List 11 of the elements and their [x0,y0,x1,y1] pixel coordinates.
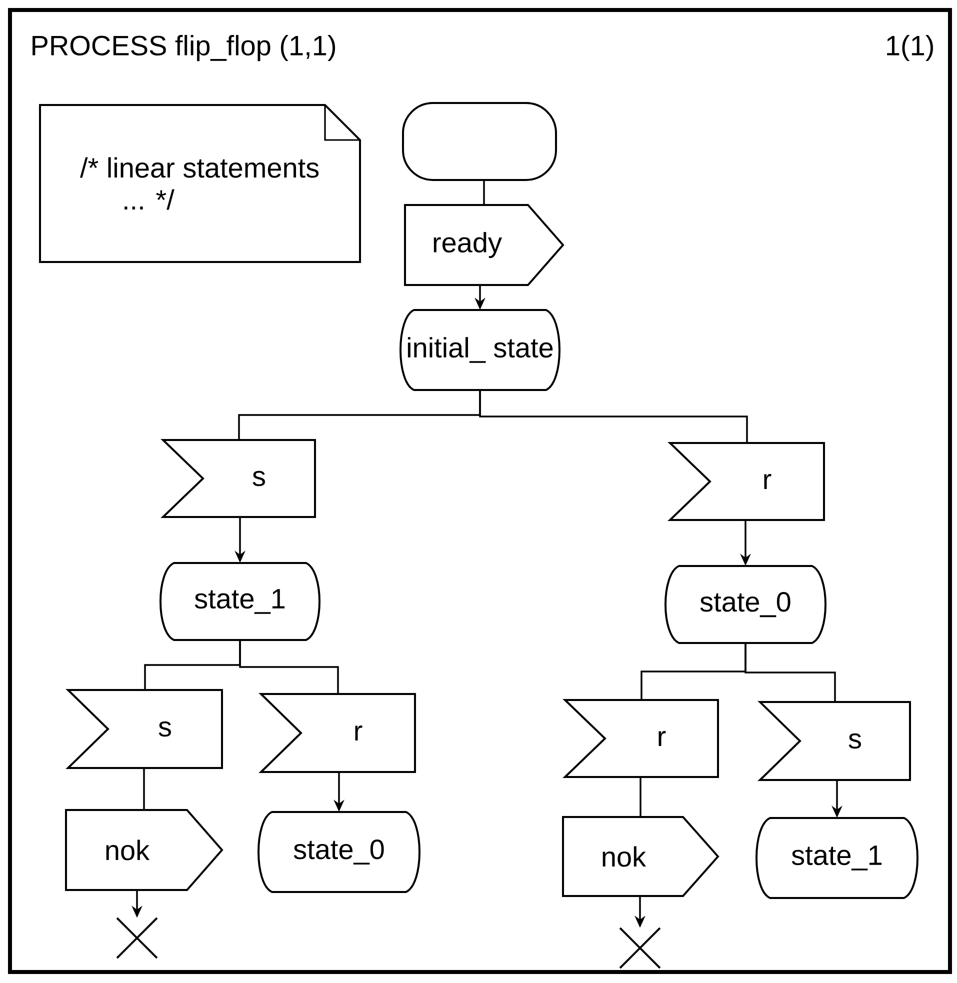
connector [479,390,748,443]
page-number: 1(1) [887,34,933,62]
process-heading: PROCESS flip_flop (1,1) [32,34,336,62]
stop-symbol [116,917,158,959]
connector [239,640,339,694]
start-symbol [402,102,557,181]
stop-symbol [619,927,661,969]
connector [640,777,642,817]
connector [744,643,836,702]
connector [143,768,145,810]
connector [483,180,485,205]
